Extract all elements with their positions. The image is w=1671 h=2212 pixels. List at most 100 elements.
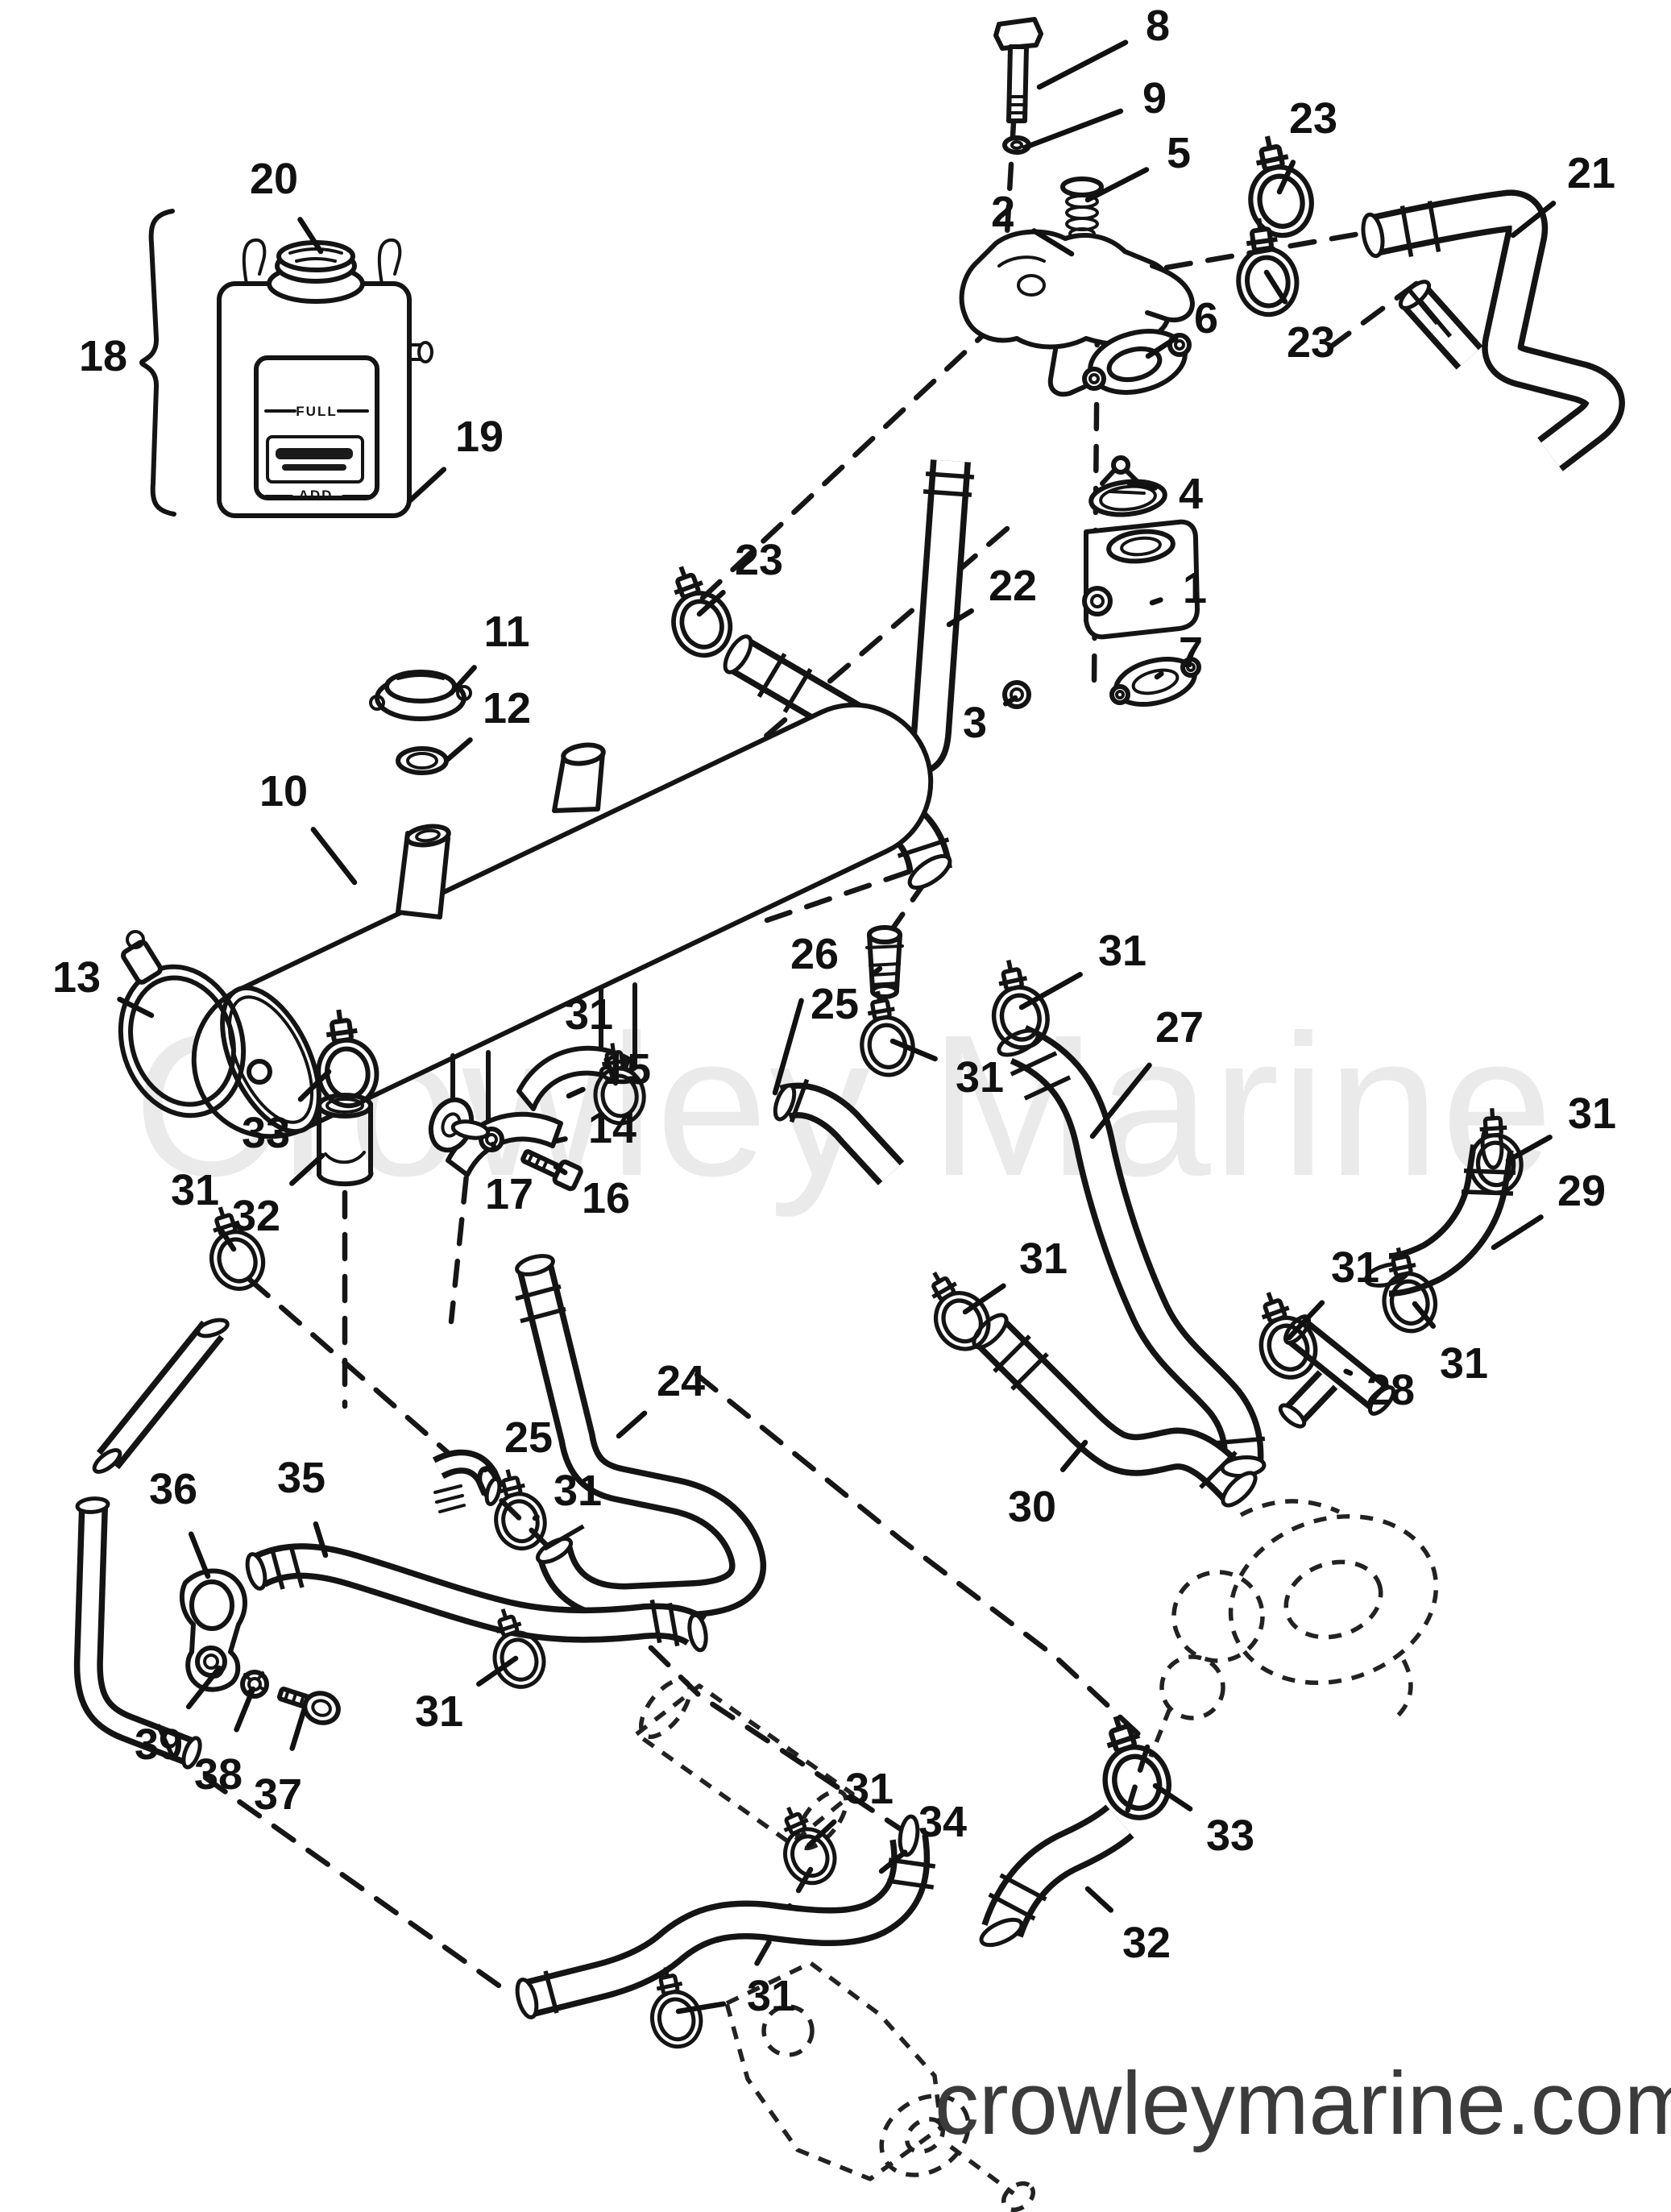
tube-opening xyxy=(484,1476,502,1507)
tube-opening xyxy=(1221,1471,1258,1508)
thermostat-4 xyxy=(1088,455,1167,517)
callout-leader xyxy=(1149,597,1163,606)
hose-clamp xyxy=(593,1043,646,1126)
callout-number: 24 xyxy=(657,1357,705,1405)
hose-cuff-band xyxy=(1010,1051,1058,1077)
callout-21: 21 xyxy=(1510,149,1615,239)
hose-clamp xyxy=(1258,1292,1318,1380)
callout-leader xyxy=(289,1152,325,1186)
thermostat-cluster xyxy=(959,17,1201,709)
callout-leader xyxy=(218,1227,237,1252)
callout-31: 31 xyxy=(889,1038,1004,1102)
tank-hook-left xyxy=(242,238,267,285)
hose-cuff-band xyxy=(649,1599,662,1644)
assembly-dashed-line xyxy=(1328,280,1420,350)
callout-number: 1 xyxy=(1183,564,1207,612)
hose-cuff-band xyxy=(999,1873,1047,1902)
callout-32: 32 xyxy=(1084,1886,1171,1967)
callout-number: 25 xyxy=(504,1413,553,1462)
ghost-seawater-pump xyxy=(724,1961,1035,2212)
callout-24: 24 xyxy=(616,1357,705,1439)
tube-opening xyxy=(515,1978,539,2019)
callout-number: 10 xyxy=(259,767,308,815)
callout-number: 28 xyxy=(1366,1366,1415,1414)
expansion-tank: FULL ADD xyxy=(139,209,433,518)
tube-openings-group xyxy=(75,212,1504,2019)
filler-port xyxy=(396,824,451,919)
callout-36: 36 xyxy=(149,1465,211,1579)
callout-leader xyxy=(772,998,804,1096)
callout-11: 11 xyxy=(448,608,530,696)
callout-22: 22 xyxy=(946,562,1037,628)
callout-25: 25 xyxy=(482,1413,553,1473)
hose-clamp xyxy=(991,960,1050,1050)
callout-number: 17 xyxy=(485,1170,533,1218)
callout-number: 31 xyxy=(1440,1339,1488,1388)
callout-31: 31 xyxy=(565,990,619,1086)
callout-39: 39 xyxy=(135,1665,222,1769)
callout-number: 11 xyxy=(483,608,529,656)
callout-number: 12 xyxy=(483,684,531,732)
tank-full-label: FULL xyxy=(296,404,337,419)
hose-35 xyxy=(249,1543,707,1646)
hose-cuff-band xyxy=(1427,201,1441,252)
hose-cuff-band xyxy=(515,1284,562,1301)
callout-leader xyxy=(1145,335,1179,359)
callout-leader xyxy=(1154,670,1164,680)
callout-8: 8 xyxy=(1036,2,1170,90)
callout-26: 26 xyxy=(772,930,839,1096)
callout-number: 18 xyxy=(79,332,127,380)
tee-28-branch xyxy=(1283,1370,1338,1425)
callout-leader xyxy=(1059,1439,1088,1472)
thermostat-housing-2 xyxy=(959,229,1195,397)
callout-leader xyxy=(406,467,447,504)
tube-opening xyxy=(75,1496,110,1514)
spring-fitting-5 xyxy=(1060,176,1104,240)
callout-31: 31 xyxy=(532,1467,602,1521)
callouts-layer: 2019188952232321641732223111210133133323… xyxy=(52,2,1616,2020)
callout-number: 39 xyxy=(135,1720,183,1769)
callout-leader xyxy=(1412,1301,1437,1329)
hose-clamp-13 xyxy=(118,930,247,1118)
hose-cuff-bands-group xyxy=(155,201,1516,2014)
heat-exchanger-body xyxy=(191,702,934,1139)
tube-opening xyxy=(898,1814,920,1857)
callout-25: 25 xyxy=(811,965,883,1028)
hose-cuff-band xyxy=(667,1602,680,1647)
hose-cuff-band xyxy=(1399,205,1414,257)
tube-opening xyxy=(515,1254,555,1276)
callout-number: 31 xyxy=(171,1166,219,1214)
callout-leader xyxy=(1510,201,1557,239)
bolt-8 xyxy=(993,17,1043,123)
callout-leader xyxy=(313,1521,329,1558)
tank-add-label: ADD xyxy=(299,488,334,503)
end-cap-11 xyxy=(369,670,472,721)
hose-cuff-band xyxy=(1023,1075,1072,1101)
lock-washer-38 xyxy=(240,1670,269,1699)
callout-28: 28 xyxy=(1343,1366,1415,1414)
tube-opening xyxy=(1361,212,1385,259)
fitting-25 xyxy=(865,925,904,999)
thermostat-housing-1 xyxy=(1082,519,1200,640)
assembly-dashed-line xyxy=(202,1774,504,1990)
tank-brand-bar xyxy=(276,448,353,459)
callout-9: 9 xyxy=(1022,74,1167,151)
callout-31: 31 xyxy=(962,1235,1068,1315)
callout-leader xyxy=(490,1141,497,1152)
callout-leader xyxy=(310,827,358,886)
callout-number: 31 xyxy=(1331,1243,1379,1292)
assembly-dashed-line xyxy=(699,321,998,601)
tank-label-panel xyxy=(254,355,379,500)
callout-leader xyxy=(1084,167,1150,203)
callout-30: 30 xyxy=(1008,1439,1088,1531)
callout-leader xyxy=(188,1531,211,1579)
callout-leader xyxy=(1263,269,1288,305)
callout-38: 38 xyxy=(194,1686,256,1799)
callout-33: 33 xyxy=(1152,1782,1254,1860)
hose-cuff-band xyxy=(782,668,813,713)
callout-leader xyxy=(1018,972,1083,1011)
tube-opening xyxy=(450,1119,491,1140)
callout-number: 31 xyxy=(415,1687,463,1736)
callout-number: 13 xyxy=(52,953,101,1002)
